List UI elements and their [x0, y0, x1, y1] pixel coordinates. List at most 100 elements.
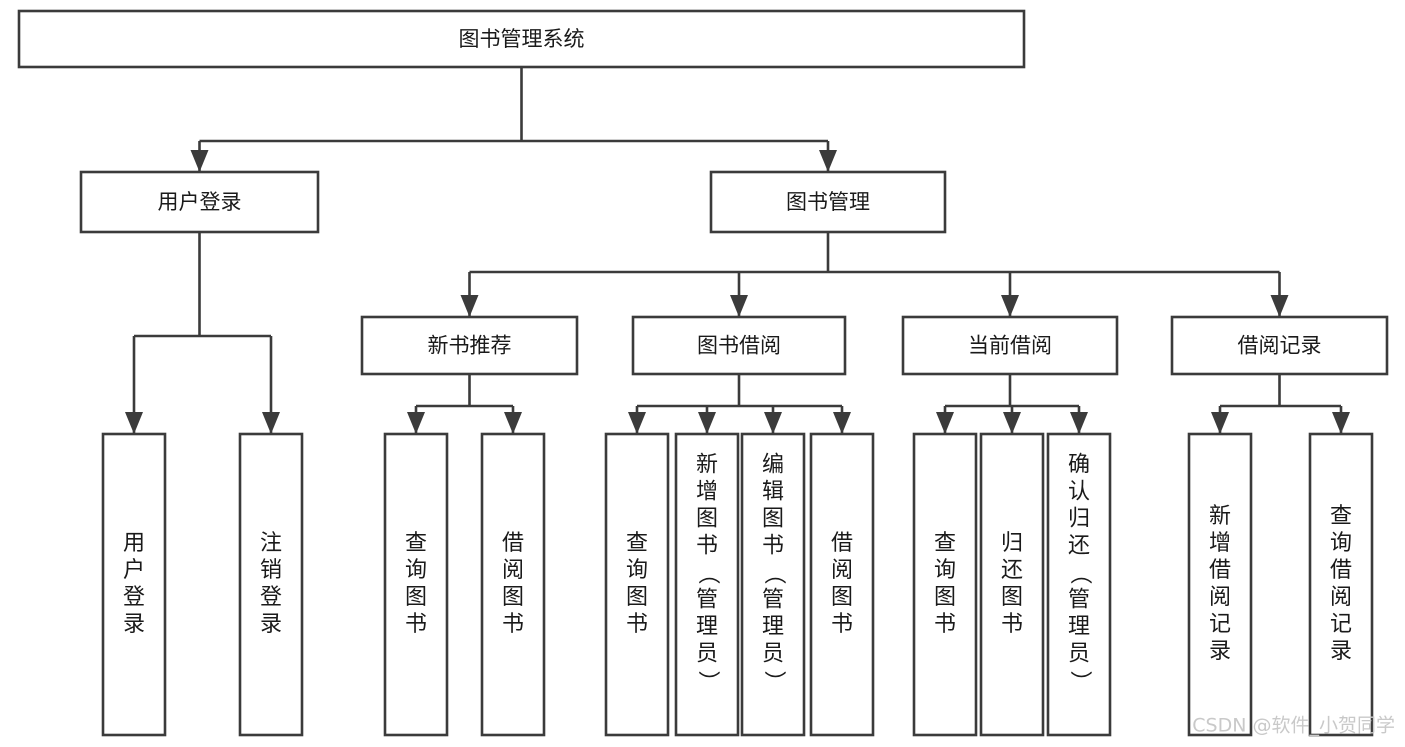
arrow-head-icon	[125, 412, 143, 434]
node-box-leaf-borrow-book-2[interactable]	[809, 432, 875, 737]
svg-text:确: 确	[1068, 453, 1090, 478]
node-box-user-login[interactable]	[79, 170, 320, 234]
svg-text:员: 员	[1068, 642, 1090, 667]
svg-text:理: 理	[1068, 615, 1090, 640]
node-box-leaf-edit-book[interactable]	[740, 432, 806, 737]
node-box-leaf-add-record[interactable]	[1187, 432, 1253, 737]
svg-text:理: 理	[762, 615, 784, 640]
arrow-head-icon	[1001, 295, 1019, 317]
node-box-borrow-record[interactable]	[1170, 315, 1389, 376]
arrow-head-icon	[698, 412, 716, 434]
svg-text:录: 录	[1209, 639, 1231, 664]
connectors-layer	[125, 67, 1350, 434]
svg-text:借: 借	[831, 531, 853, 556]
svg-text:还: 还	[1001, 558, 1023, 583]
node-label-new-book-recommend: 新书推荐	[428, 334, 512, 358]
nodes-layer: 图书管理系统用户登录图书管理新书推荐图书借阅当前借阅借阅记录用户登录注销登录查询…	[17, 9, 1389, 737]
svg-text:书: 书	[626, 612, 648, 637]
node-box-leaf-logout-login[interactable]	[238, 432, 304, 737]
svg-text:编: 编	[762, 453, 784, 478]
node-box-book-borrow[interactable]	[631, 315, 847, 376]
svg-text:图: 图	[626, 585, 648, 610]
svg-text:询: 询	[626, 558, 648, 583]
svg-text:书: 书	[696, 534, 718, 559]
svg-text:增: 增	[696, 480, 718, 505]
svg-text:借: 借	[1209, 558, 1231, 583]
svg-text:借: 借	[502, 531, 524, 556]
svg-text:查: 查	[1330, 504, 1352, 529]
svg-text:还: 还	[1068, 534, 1090, 559]
svg-text:归: 归	[1068, 507, 1090, 532]
arrow-head-icon	[628, 412, 646, 434]
svg-text:询: 询	[934, 558, 956, 583]
arrow-head-icon	[764, 412, 782, 434]
svg-text:录: 录	[123, 612, 145, 637]
node-box-leaf-query-book-2[interactable]	[604, 432, 670, 737]
svg-text:询: 询	[405, 558, 427, 583]
node-box-leaf-query-book-1[interactable]	[383, 432, 449, 737]
svg-text:录: 录	[260, 612, 282, 637]
node-box-new-book-recommend[interactable]	[360, 315, 579, 376]
csdn-watermark: CSDN @软件_小贺同学	[1192, 715, 1395, 737]
node-label-current-borrow: 当前借阅	[968, 334, 1052, 358]
svg-text:查: 查	[405, 531, 427, 556]
node-box-leaf-confirm-return[interactable]	[1046, 432, 1112, 737]
node-label-leaf-user-login: 用户登录	[123, 531, 145, 637]
svg-text:用: 用	[123, 531, 145, 556]
svg-text:归: 归	[1001, 531, 1023, 556]
svg-text:新: 新	[696, 453, 718, 478]
svg-text:员: 员	[762, 642, 784, 667]
node-box-leaf-add-book[interactable]	[674, 432, 740, 737]
svg-text:书: 书	[405, 612, 427, 637]
svg-text:新: 新	[1209, 504, 1231, 529]
svg-text:理: 理	[696, 615, 718, 640]
svg-text:管: 管	[762, 588, 784, 613]
arrow-head-icon	[936, 412, 954, 434]
svg-text:增: 增	[1209, 531, 1231, 556]
node-box-book-manage[interactable]	[709, 170, 947, 234]
arrow-head-icon	[190, 150, 209, 172]
svg-text:图: 图	[502, 585, 524, 610]
svg-text:）: ）	[1067, 670, 1092, 692]
svg-text:图: 图	[831, 585, 853, 610]
svg-text:书: 书	[934, 612, 956, 637]
node-box-leaf-return-book[interactable]	[979, 432, 1045, 737]
svg-text:员: 员	[696, 642, 718, 667]
svg-text:（: （	[695, 562, 720, 584]
svg-text:图: 图	[696, 507, 718, 532]
svg-text:阅: 阅	[1209, 585, 1231, 610]
svg-text:）: ）	[761, 670, 786, 692]
svg-text:）: ）	[695, 670, 720, 692]
svg-text:注: 注	[260, 531, 282, 556]
svg-text:户: 户	[123, 558, 145, 583]
arrow-head-icon	[1003, 412, 1021, 434]
arrow-head-icon	[833, 412, 851, 434]
svg-text:图: 图	[934, 585, 956, 610]
node-box-leaf-borrow-book-1[interactable]	[480, 432, 546, 737]
svg-text:辑: 辑	[762, 480, 784, 505]
node-label-user-login: 用户登录	[158, 190, 242, 214]
svg-text:图: 图	[405, 585, 427, 610]
svg-text:管: 管	[1068, 588, 1090, 613]
node-box-leaf-query-record[interactable]	[1308, 432, 1374, 737]
svg-text:阅: 阅	[1330, 585, 1352, 610]
node-box-leaf-query-book-3[interactable]	[912, 432, 978, 737]
node-box-root[interactable]	[17, 9, 1026, 69]
arrow-head-icon	[504, 412, 522, 434]
svg-text:借: 借	[1330, 558, 1352, 583]
arrow-head-icon	[262, 412, 280, 434]
node-box-leaf-user-login[interactable]	[101, 432, 167, 737]
node-label-borrow-record: 借阅记录	[1238, 334, 1322, 358]
node-box-current-borrow[interactable]	[901, 315, 1119, 376]
svg-text:询: 询	[1330, 531, 1352, 556]
